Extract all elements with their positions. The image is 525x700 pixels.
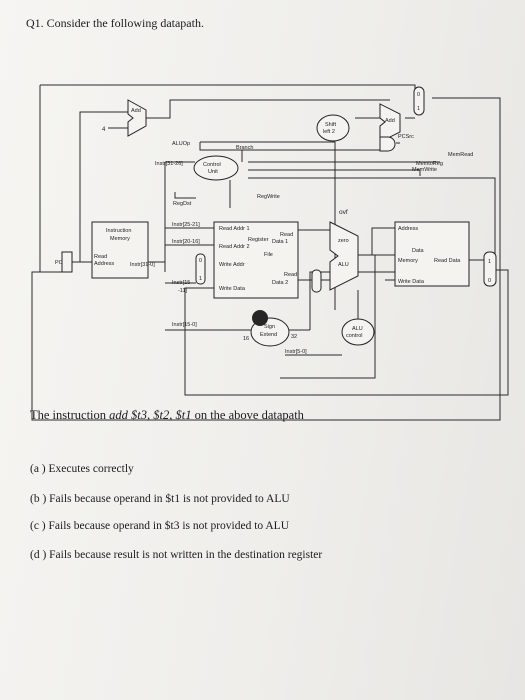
- regdst-label: RegDst: [173, 201, 192, 207]
- svg-text:Control: Control: [203, 162, 221, 168]
- zero-label: zero: [338, 238, 349, 244]
- svg-text:0: 0: [199, 258, 202, 264]
- svg-text:Add: Add: [385, 118, 395, 124]
- option-d[interactable]: (d ) Fails because result is not written…: [30, 549, 323, 561]
- option-b[interactable]: (b ) Fails because operand in $t1 is not…: [30, 493, 290, 505]
- shift-left-2-unit: [316, 114, 350, 142]
- branch-feedback-line: [40, 84, 416, 90]
- instruction-text: add $t3, $t2, $t1: [109, 408, 192, 422]
- svg-text:1: 1: [199, 276, 202, 282]
- svg-text:Sign: Sign: [264, 324, 275, 330]
- svg-text:left 2: left 2: [323, 129, 335, 135]
- aluop-label: ALUOp: [172, 141, 190, 147]
- ovf-label: ovf: [339, 209, 348, 216]
- svg-text:ALU: ALU: [352, 326, 363, 332]
- memtoreg-label: MemtoReg: [416, 161, 443, 167]
- instr-31-26-label: Instr[31-26]: [155, 161, 183, 167]
- instr-31-0-label: Instr[31-0]: [130, 262, 155, 268]
- svg-text:32: 32: [291, 334, 297, 340]
- question-title: Q1. Consider the following datapath.: [26, 16, 204, 30]
- svg-text:0: 0: [488, 278, 491, 284]
- svg-text:Read Data: Read Data: [434, 258, 461, 264]
- pc-source-mux: [413, 86, 425, 116]
- svg-text:Read Addr 1: Read Addr 1: [219, 226, 250, 232]
- svg-text:Read: Read: [94, 254, 107, 260]
- svg-text:Read: Read: [284, 272, 297, 278]
- regwrite-label: RegWrite: [257, 194, 280, 200]
- control-unit: [193, 155, 239, 181]
- memtoreg-mux: [483, 251, 497, 287]
- svg-text:Register: Register: [248, 237, 269, 243]
- and-gate: [379, 136, 396, 152]
- svg-text:Memory: Memory: [398, 258, 418, 264]
- svg-text:Write Data: Write Data: [398, 279, 425, 285]
- svg-text:Data 2: Data 2: [272, 280, 288, 286]
- constant-four: 4: [102, 127, 106, 133]
- svg-text:1: 1: [488, 259, 491, 265]
- svg-text:Address: Address: [94, 261, 114, 267]
- question-stem: The instruction add $t3, $t2, $t1 on the…: [30, 408, 304, 422]
- register-file: [213, 221, 299, 299]
- svg-text:PC: PC: [55, 260, 63, 266]
- data-memory: [394, 221, 470, 287]
- add-top-label: Add: [131, 108, 141, 114]
- svg-text:Address: Address: [398, 226, 418, 232]
- instr-20-16-label: Instr[20-16]: [172, 239, 200, 245]
- add-pc-unit: [127, 99, 147, 137]
- regdst-mux: [195, 253, 206, 285]
- svg-text:Write Addr: Write Addr: [219, 262, 245, 268]
- instr-25-21-label: Instr[25-21]: [172, 222, 200, 228]
- alu-unit: [329, 221, 359, 291]
- instr-15-0-label: Instr[15-0]: [172, 322, 197, 328]
- alu-control-unit: [341, 318, 375, 346]
- svg-text:0: 0: [417, 92, 420, 98]
- hole-punch-mark: [252, 310, 268, 326]
- svg-text:-11]: -11]: [178, 288, 188, 294]
- svg-text:Extend: Extend: [260, 332, 277, 338]
- svg-text:Write Data: Write Data: [219, 286, 246, 292]
- instruction-memory: [91, 221, 149, 279]
- svg-text:Unit: Unit: [208, 169, 218, 175]
- svg-text:Read Addr 2: Read Addr 2: [219, 244, 250, 250]
- svg-text:ALU: ALU: [338, 262, 349, 268]
- memwrite-label: MemWrite: [412, 167, 437, 173]
- svg-text:1: 1: [417, 106, 420, 112]
- svg-text:Data 1: Data 1: [272, 239, 288, 245]
- alusrc-mux: [311, 269, 322, 293]
- add-branch-unit: [379, 103, 401, 143]
- option-a[interactable]: (a ) Executes correctly: [30, 463, 134, 475]
- svg-text:Read: Read: [280, 232, 293, 238]
- option-c[interactable]: (c ) Fails because operand in $t3 is not…: [30, 520, 290, 532]
- svg-text:control: control: [346, 333, 363, 339]
- memread-label: MemRead: [448, 152, 473, 158]
- instr-5-0-label: Instr[5-0]: [285, 349, 307, 355]
- pc-register: [61, 251, 73, 273]
- svg-text:Shift: Shift: [325, 122, 336, 128]
- svg-text:16: 16: [243, 336, 249, 342]
- svg-text:Data: Data: [412, 248, 425, 254]
- branch-label: Branch: [236, 145, 253, 151]
- instr-15-11-label: Instr[15: [172, 280, 190, 286]
- svg-text:Memory: Memory: [110, 236, 130, 242]
- svg-text:File: File: [264, 252, 273, 258]
- svg-text:Instruction: Instruction: [106, 228, 131, 234]
- pcsrc-label: PCSrc: [398, 134, 414, 140]
